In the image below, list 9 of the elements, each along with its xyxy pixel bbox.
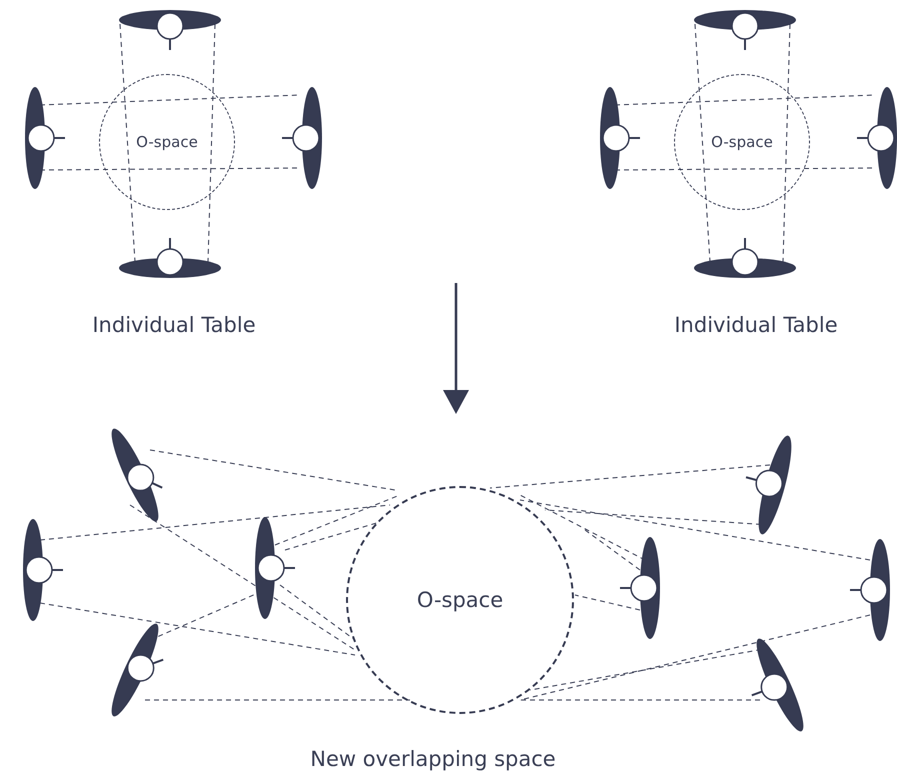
caption: New overlapping space: [310, 747, 556, 771]
region-label: O-space: [711, 133, 773, 151]
o-space-circle: [674, 74, 810, 210]
region-label: O-space: [416, 588, 504, 612]
region-label: O-space: [136, 133, 198, 151]
o-space-circle: [99, 74, 235, 210]
caption: Individual Table: [674, 313, 838, 337]
caption: Individual Table: [92, 313, 256, 337]
o-space-circle: [346, 486, 574, 714]
